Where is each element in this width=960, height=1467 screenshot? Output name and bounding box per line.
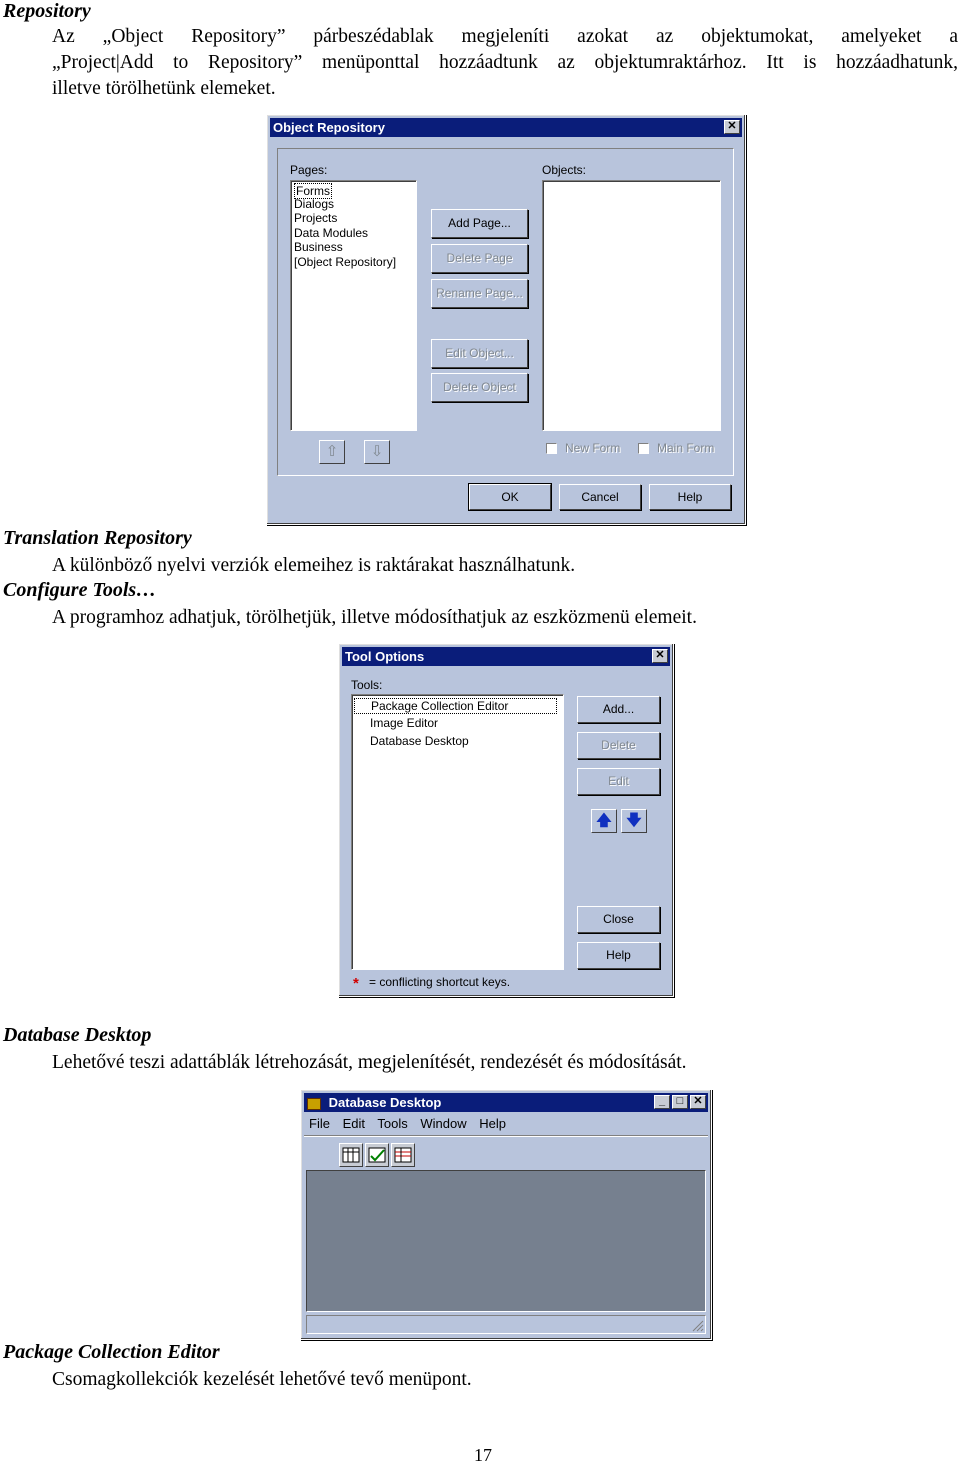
add-button[interactable]: Add... (577, 696, 660, 723)
tool-options-dialog: Tool Options ✕ Tools: Package Collection… (338, 643, 674, 997)
cancel-button[interactable]: Cancel (559, 484, 641, 510)
object-repository-dialog: Object Repository ✕ Pages: Objects: Form… (266, 114, 746, 525)
menu-file[interactable]: File (309, 1116, 330, 1131)
help-button[interactable]: Help (649, 484, 731, 510)
minimize-icon[interactable]: _ (654, 1095, 670, 1109)
app-icon (307, 1097, 321, 1110)
list-item[interactable]: Database Desktop (370, 734, 469, 748)
dialog-title: Object Repository (273, 120, 385, 135)
maximize-icon[interactable]: □ (672, 1095, 688, 1109)
list-item[interactable]: Business (294, 240, 343, 254)
rename-page-button[interactable]: Rename Page... (431, 279, 528, 308)
open-query-icon[interactable] (365, 1143, 389, 1167)
dialog-title: Tool Options (345, 649, 425, 664)
delete-object-button[interactable]: Delete Object (431, 373, 528, 402)
close-icon[interactable]: ✕ (652, 649, 668, 663)
main-form-label: Main Form (657, 441, 715, 455)
window-titlebar: Database Desktop _ □ ✕ (304, 1093, 708, 1112)
menu-window[interactable]: Window (420, 1116, 467, 1131)
menu-tools[interactable]: Tools (377, 1116, 408, 1131)
list-item[interactable]: [Object Repository] (294, 255, 397, 269)
arrow-up-icon[interactable]: ⇧ (319, 440, 345, 464)
repository-text-line2: „Project|Add to Repository” menüponttal … (52, 52, 958, 73)
dialog-titlebar: Object Repository ✕ (270, 118, 742, 137)
objects-label: Objects: (542, 163, 587, 177)
repository-text-line1: Az „Object Repository” párbeszédablak me… (52, 26, 958, 47)
menu-bar: File Edit Tools Window Help (309, 1116, 506, 1134)
tools-listbox[interactable]: Package Collection Editor Image Editor D… (351, 694, 564, 970)
list-item[interactable]: Dialogs (294, 197, 335, 211)
delete-page-button[interactable]: Delete Page (431, 244, 528, 273)
window-title: Database Desktop (328, 1095, 442, 1110)
main-form-checkbox[interactable] (638, 443, 649, 454)
section-heading-repository: Repository (3, 0, 91, 22)
ok-button[interactable]: OK (468, 483, 552, 511)
new-form-checkbox[interactable] (546, 443, 557, 454)
menu-help[interactable]: Help (479, 1116, 506, 1131)
desktop-workspace (306, 1170, 706, 1312)
open-table-icon[interactable] (339, 1143, 363, 1167)
translation-text: A különböző nyelvi verziók elemeihez is … (52, 555, 576, 576)
package-text: Csomagkollekciók kezelését lehetővé tevő… (52, 1369, 472, 1390)
list-item[interactable]: Forms (294, 183, 332, 199)
pages-label: Pages: (290, 163, 328, 177)
database-desktop-window: Database Desktop _ □ ✕ File Edit Tools W… (300, 1089, 712, 1340)
objects-listbox[interactable] (542, 180, 721, 431)
arrow-down-icon[interactable]: 🡇 (621, 809, 647, 833)
configure-text: A programhoz adhatjuk, törölhetjük, ille… (52, 607, 697, 628)
resize-grip-icon[interactable] (692, 1320, 704, 1332)
list-item[interactable]: Projects (294, 211, 338, 225)
database-text: Lehetővé teszi adattáblák létrehozását, … (52, 1052, 687, 1073)
repository-text-line3: illetve törölhetünk elemeket. (52, 78, 276, 99)
open-sql-icon[interactable] (391, 1143, 415, 1167)
close-icon[interactable]: ✕ (724, 120, 740, 134)
edit-button[interactable]: Edit (577, 768, 660, 795)
section-heading-database: Database Desktop (3, 1024, 152, 1046)
new-form-label: New Form (565, 441, 621, 455)
pages-panel (277, 148, 734, 476)
list-item[interactable]: Data Modules (294, 226, 369, 240)
arrow-up-icon[interactable]: 🡅 (591, 809, 617, 833)
conflict-star-icon: * (353, 975, 359, 992)
status-bar (306, 1315, 706, 1334)
dialog-titlebar: Tool Options ✕ (342, 647, 670, 666)
add-page-button[interactable]: Add Page... (431, 209, 528, 238)
help-button[interactable]: Help (577, 942, 660, 969)
delete-button[interactable]: Delete (577, 732, 660, 759)
close-icon[interactable]: ✕ (690, 1095, 706, 1109)
pages-listbox[interactable]: Forms Dialogs Projects Data Modules Busi… (290, 180, 417, 431)
page-number: 17 (474, 1445, 492, 1465)
tools-label: Tools: (351, 678, 383, 692)
section-heading-package: Package Collection Editor (3, 1341, 220, 1363)
edit-object-button[interactable]: Edit Object... (431, 339, 528, 368)
menu-edit[interactable]: Edit (342, 1116, 365, 1131)
section-heading-translation: Translation Repository (3, 527, 192, 549)
conflict-footnote: = conflicting shortcut keys. (369, 975, 511, 989)
close-button[interactable]: Close (577, 906, 660, 933)
section-heading-configure: Configure Tools… (3, 579, 157, 601)
toolbar-divider (304, 1135, 708, 1137)
list-item[interactable]: Image Editor (370, 716, 439, 730)
list-item[interactable]: Package Collection Editor (354, 698, 557, 714)
arrow-down-icon[interactable]: ⇩ (364, 440, 390, 464)
